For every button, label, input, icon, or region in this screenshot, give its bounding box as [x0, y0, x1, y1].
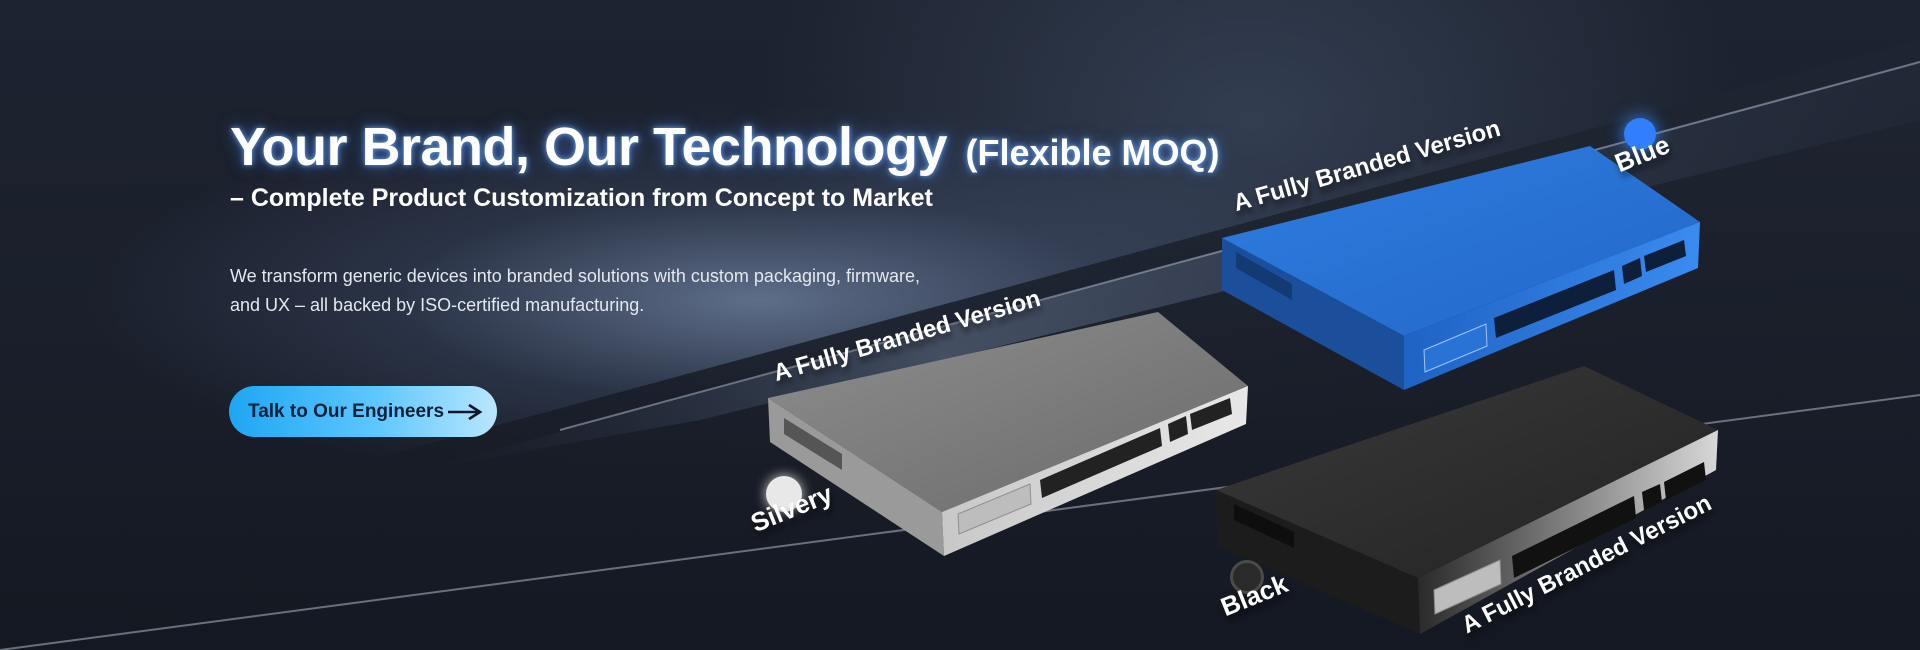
subheadline: – Complete Product Customization from Co…: [230, 184, 933, 212]
headline-note: (Flexible MOQ): [965, 132, 1220, 173]
silver-switch-image: [768, 312, 1248, 556]
page-title: Your Brand, Our Technology: [230, 117, 948, 177]
headline-row: Your Brand, Our Technology (Flexible MOQ…: [230, 116, 1220, 178]
silvery-swatch: [766, 476, 802, 512]
arrow-right-icon: [448, 403, 483, 421]
talk-to-engineers-button[interactable]: Talk to Our Engineers: [229, 386, 497, 437]
description: We transform generic devices into brande…: [230, 266, 920, 315]
blue-switch-image: [1222, 146, 1700, 390]
cta-label: Talk to Our Engineers: [248, 400, 445, 422]
blue-swatch: [1624, 118, 1656, 150]
black-switch-image: [1216, 366, 1718, 634]
black-swatch: [1230, 560, 1264, 594]
